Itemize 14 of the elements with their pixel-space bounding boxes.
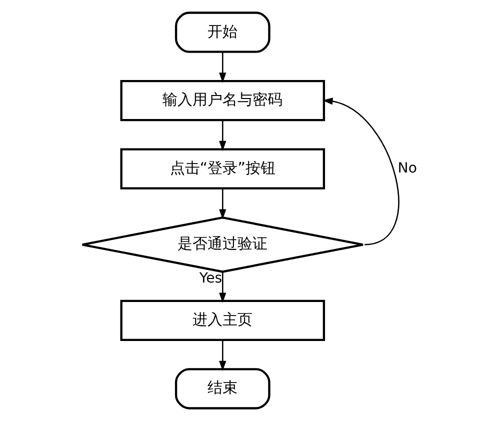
node-box: 输入用户名与密码 — [120, 80, 325, 122]
node-box: 结束 — [174, 368, 270, 410]
edge-label: Yes — [198, 270, 222, 287]
node-diamond: 是否通过验证 — [80, 216, 364, 273]
arrow — [218, 120, 226, 152]
arrow — [218, 272, 226, 303]
arrow — [218, 52, 226, 83]
edge-label: No — [397, 160, 416, 176]
arrow — [218, 340, 226, 372]
node-box: 点击“登录”按钮 — [120, 148, 325, 190]
arrow — [322, 98, 398, 246]
node-box: 开始 — [174, 12, 270, 53]
node-box: 进入主页 — [120, 300, 325, 342]
arrow — [218, 188, 226, 220]
